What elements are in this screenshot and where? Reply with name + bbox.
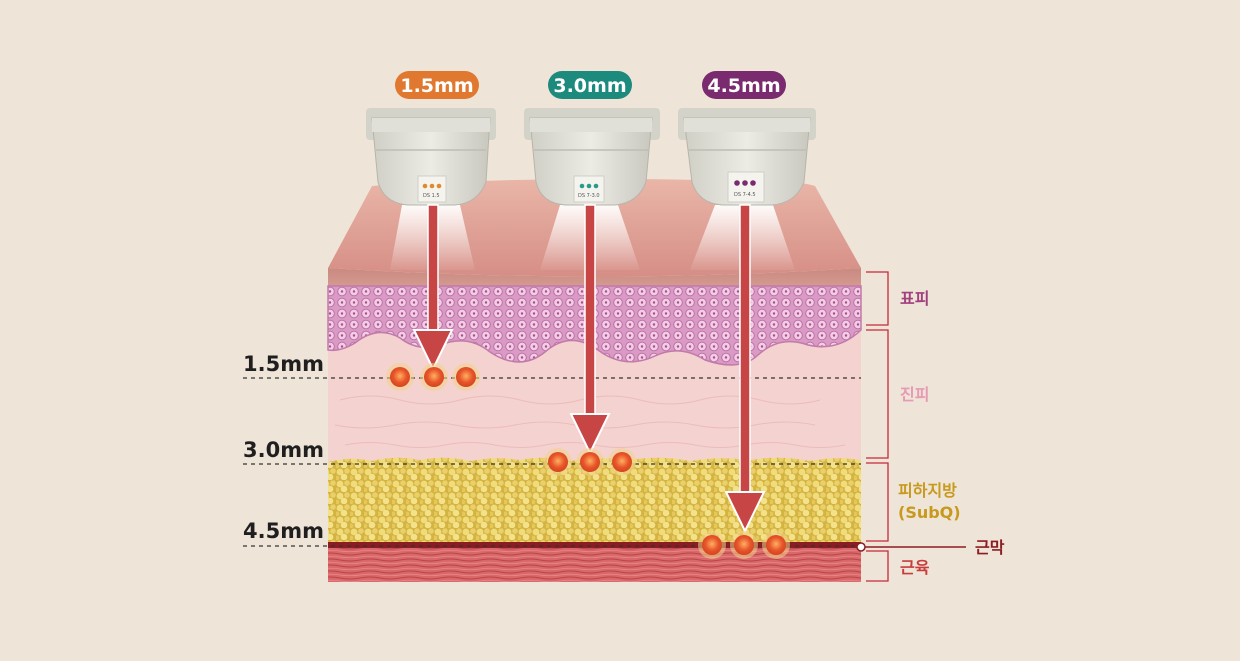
bracket-epidermis [866,271,889,326]
arrow-1 [412,204,454,372]
transducer-2-label: 3.0mm [553,75,626,97]
bracket-muscle [866,550,889,582]
transducer-2-dot [579,183,585,189]
focal-point [424,367,444,387]
transducer-3-label: 4.5mm [707,75,780,97]
focal-point [734,535,754,555]
layer-label-epidermis: 표피 [900,289,929,308]
focal-point [456,367,476,387]
fascia-layer [328,542,861,548]
bracket-fat [866,462,889,542]
energy-arrows [412,204,766,534]
depth-label-3: 4.5mm [243,519,324,543]
layer-brackets [866,271,889,582]
depth-guides [243,377,861,547]
focal-point [702,535,722,555]
layer-label-fascia: 근막 [975,538,1005,557]
fat-layer [328,457,861,546]
layer-label-fat: 피하지방 [898,481,957,500]
transducer-3-badge [702,71,786,99]
transducer-2-code: DS 7-3.0 [578,193,600,199]
transducer-2-badge [548,71,632,99]
transducer-3-dot [734,180,740,186]
focal-points-2 [544,448,636,476]
fascia-pointer-dot [856,542,866,552]
arrow-2 [569,204,611,456]
bracket-dermis [866,329,889,459]
transducer-1: DS 1.5 1.5mm [366,71,496,270]
transducer-1-badge [395,71,479,99]
layer-label-muscle: 근육 [900,558,930,577]
focal-points-1 [386,363,480,391]
focal-points-3 [698,531,790,559]
focal-point [390,367,410,387]
transducer-3-code: DS 7-4.5 [734,192,756,198]
arrow-3 [724,204,766,534]
focal-point [548,452,568,472]
focal-point [580,452,600,472]
transducer-1-label: 1.5mm [400,75,473,97]
depth-label-2: 3.0mm [243,438,324,462]
focal-point [766,535,786,555]
depth-label-1: 1.5mm [243,352,324,376]
layer-label-fat-sub: (SubQ) [898,503,961,522]
transducer-1-dot [422,183,428,189]
focal-point [612,452,632,472]
layer-label-dermis: 진피 [900,385,929,404]
transducer-1-code: DS 1.5 [423,193,440,199]
